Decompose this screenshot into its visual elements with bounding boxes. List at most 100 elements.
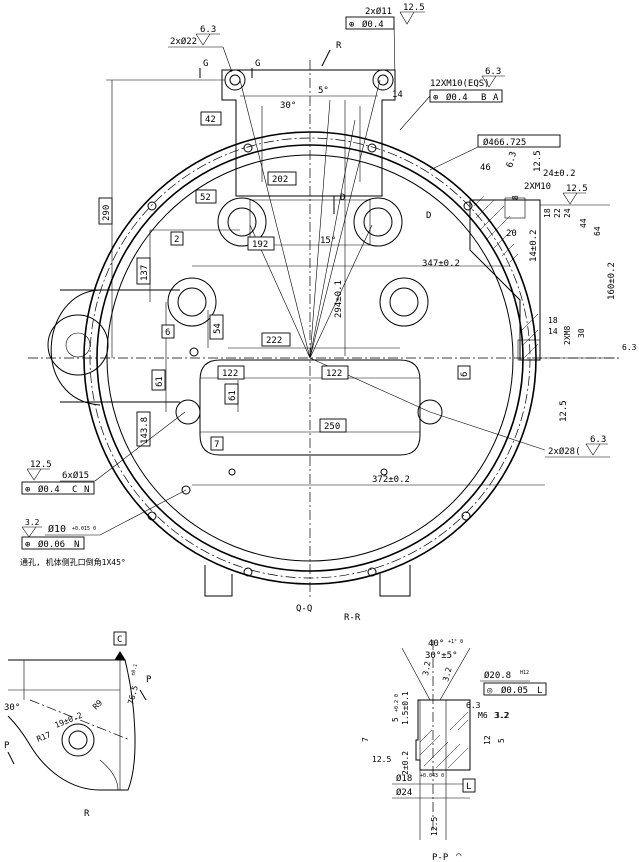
view-label-r-r: R-R (344, 613, 361, 623)
main-dimensions: 42 30° 5° 14 202 52 290 2 192 15° 137 29… (98, 86, 569, 485)
holes-11-tolerance: Ø0.4 (362, 19, 384, 30)
dim-347: 347±0.2 (422, 259, 460, 269)
detail-r-angle: 30° (4, 703, 20, 713)
detail-r-datum-c: C (117, 635, 122, 645)
rough-12-5-right-b: 12.5 (566, 184, 588, 194)
detail-p-rough-3-2-a: 3.2 (441, 666, 453, 682)
holes-11-roughness: 12.5 (403, 3, 425, 13)
dim-30: 30 (577, 328, 586, 338)
dim-61-left: 61 (155, 376, 165, 387)
detail-p-rough-3-2-c: 3.2 (495, 711, 510, 720)
detail-p-thread-m6: M6 (478, 711, 488, 720)
dim-52: 52 (200, 193, 211, 203)
bottom-foot-right (379, 565, 411, 597)
holes-15-roughness: 12.5 (30, 460, 52, 470)
holes-11-label: 2xØ11 (365, 6, 392, 17)
detail-r-radius-17: R17 (35, 730, 52, 744)
view-label-r: R (84, 809, 90, 819)
view-label-p-p-symbol: ⌒ (456, 851, 462, 861)
dim-5deg: 5° (318, 86, 329, 96)
holes-28-label: 2xØ28( (548, 446, 581, 457)
detail-p-dim-2: 2±0.2 (401, 751, 410, 775)
section-mark-r-top: R (336, 41, 342, 51)
detail-r-mark-p-right: P (146, 675, 152, 685)
detail-p-dim-5-tol: +0.2 0 (394, 694, 400, 712)
dim-143-8: 143.8 (140, 417, 150, 444)
detail-p-dia-24: Ø24 (396, 787, 412, 798)
rough-6-3-right: 6.3 (505, 150, 519, 168)
holes-28-roughness: 6.3 (590, 435, 606, 445)
boss-low-right (417, 399, 443, 425)
detail-p-datum-l: L (466, 782, 471, 792)
dim-222: 222 (266, 336, 282, 346)
dim-14: 14 (392, 90, 403, 100)
view-label-q-q: Q-Q (296, 604, 312, 614)
dim-24-b: 24 (563, 208, 572, 218)
dim-2xm8: 2XM8 (563, 326, 572, 345)
thread-m10-datum-a: A (493, 93, 499, 103)
holes-15-datum-c: C (72, 485, 77, 495)
dim-30deg: 30° (280, 101, 296, 111)
dim-122-left: 122 (222, 369, 238, 379)
holes-15-datum-n: N (84, 485, 89, 495)
right-dimensions: 46 6.3 12.5 24±0.2 2XM10 12.5 8 18 22 24… (480, 150, 637, 359)
bottom-callouts: 2xØ28( 6.3 12.5 6xØ15 ⊕ Ø0.4 C N 3.2 Ø10… (20, 411, 610, 567)
dim-14-tol: 14±0.2 (529, 229, 539, 262)
dim-202: 202 (272, 175, 288, 185)
detail-p-dia-18: Ø18 (396, 773, 412, 784)
svg-text:⊕: ⊕ (433, 93, 438, 103)
dim-18-b: 18 (548, 316, 558, 325)
holes-15-label: 6xØ15 (62, 470, 89, 481)
dim-7: 7 (214, 440, 219, 450)
dim-192: 192 (252, 240, 268, 250)
dim-6-right: 6 (460, 372, 470, 377)
detail-p-angle-30: 30°±5° (425, 651, 458, 661)
detail-p-dia-18-fit: +0.043 0 (420, 773, 444, 779)
holes-10-label: Ø10 (48, 523, 66, 535)
detail-p-concentric-tol: Ø0.05 (501, 685, 528, 696)
holes-10-fit: +0.015 0 (72, 526, 96, 532)
holes-10-datum: N (74, 540, 79, 550)
detail-r-dim-76: 76.5 (126, 684, 140, 705)
holes-10-tolerance: Ø0.06 (38, 539, 65, 550)
holes-22-label: 2xØ22 (170, 36, 197, 47)
detail-p-body (415, 699, 471, 771)
dim-2: 2 (174, 235, 179, 245)
section-mark-g-left: G (203, 59, 208, 69)
bottom-foot-left (204, 565, 233, 597)
left-boss (50, 289, 101, 406)
detail-p-dia-20-fit: H12 (520, 670, 529, 676)
view-label-p-p: P-P (432, 853, 449, 862)
dim-372: 372±0.2 (372, 475, 410, 485)
section-mark-d-mid: D (340, 193, 345, 203)
dim-64: 64 (593, 226, 602, 236)
dim-24-tol: 24±0.2 (543, 169, 576, 179)
dim-6-left: 6 (165, 328, 170, 338)
dim-250: 250 (324, 422, 340, 432)
detail-p-rough-12-5: 12.5 (430, 817, 439, 836)
dim-44: 44 (579, 218, 588, 228)
dim-46: 46 (480, 163, 491, 173)
detail-p-concentric-datum: L (537, 686, 542, 696)
holes-10-roughness: 3.2 (25, 518, 40, 527)
boss-upper-left (217, 197, 267, 247)
detail-p-dim-5: 5 (391, 717, 400, 722)
detail-p-rough-3-2-d: 3.2 (494, 711, 509, 720)
detail-r-radius-9: R9 (91, 698, 104, 711)
dim-290: 290 (102, 205, 112, 221)
thread-m10-label: 12XM10(EQS) (430, 79, 490, 89)
construction-lines (239, 79, 546, 451)
detail-p-dim-7: 7 (361, 737, 370, 742)
tower-hole-right (372, 69, 394, 91)
rough-12-5-right-a: 12.5 (533, 150, 543, 172)
dim-8: 8 (511, 195, 520, 200)
section-marks: G G R D D (199, 41, 431, 221)
dim-12-5: 12.5 (559, 400, 569, 422)
dim-15deg: 15° (320, 236, 336, 246)
boss-mid-right (379, 277, 429, 327)
detail-p-angle-40-tol: +1° 0 (448, 639, 463, 645)
dim-2xm10: 2XM10 (524, 182, 551, 192)
svg-text:⊕: ⊕ (25, 485, 30, 495)
dim-54: 54 (213, 323, 223, 334)
